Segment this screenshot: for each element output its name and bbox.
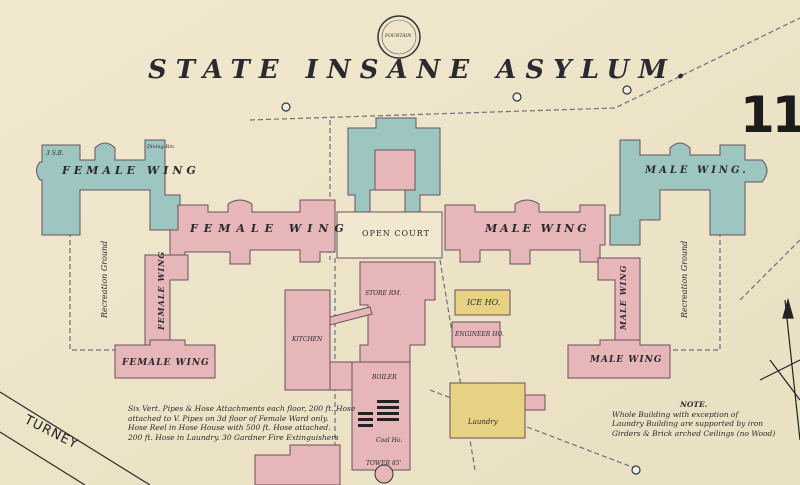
hose-house: [374, 464, 394, 484]
engineer-house-label: ENGINEER HO.: [455, 331, 504, 338]
note-heading: NOTE.: [679, 400, 708, 409]
male-wing-north-label: MALE WING.: [645, 165, 749, 176]
male-wing-main-building: [444, 199, 606, 265]
kitchen-label: KITCHEN: [292, 336, 323, 343]
laundry-label: Laundry: [468, 418, 498, 426]
boiler-icons: [358, 400, 399, 427]
covered-passage: [329, 306, 373, 326]
note-line: Girders & Brick arched Ceilings (no Wood…: [612, 428, 776, 438]
ice-house-building: [454, 289, 511, 316]
male-wing-main-label: MALE WING: [485, 222, 590, 235]
female-wing-south-label: FEMALE WING: [122, 358, 210, 368]
water-note-line: 200 ft. Hose in Laundry. 30 Gardner Fire…: [128, 432, 339, 442]
open-court-label: OPEN COURT: [362, 229, 430, 238]
south-building: [254, 444, 341, 485]
laundry-frame-building: [449, 382, 526, 439]
ice-house-label: ICE HO.: [467, 298, 501, 307]
female-wing-south-building: [114, 339, 216, 379]
female-wing-main-building: [169, 199, 336, 265]
female-wing-vertical-label: FEMALE WING: [156, 250, 166, 330]
female-wing-north-building: [36, 139, 181, 236]
stories-label: 3 S.B.: [46, 150, 64, 157]
male-wing-north-building: [609, 139, 768, 246]
tower-label: TOWER 85': [366, 460, 402, 467]
sheet-number: 11: [740, 86, 800, 144]
coal-house-label: Coal Ho.: [376, 437, 403, 444]
female-wing-north-label: FEMALE WING: [62, 164, 200, 177]
turney-street: [0, 391, 151, 485]
fountain: [377, 15, 421, 59]
boiler-label: BOILER: [372, 374, 397, 381]
fountain-label: FOUNTAIN: [385, 34, 412, 39]
engineer-house-building: [451, 321, 501, 348]
store-room-label: STORE RM.: [365, 290, 402, 297]
water-note-line: Hose Reel in Hose House with 500 ft. Hos…: [128, 423, 331, 432]
compass-rose: [759, 297, 800, 441]
female-wing-main-label: FEMALE WING: [190, 222, 350, 235]
male-wing-south-building: [567, 339, 671, 379]
note-line: Laundry Building are supported by iron: [612, 419, 764, 428]
map-title: STATE INSANE ASYLUM.: [148, 55, 695, 85]
note-line: Whole Building with exception of: [612, 409, 739, 419]
water-note-line: Six Vert. Pipes & Hose Attachments each …: [128, 404, 356, 413]
water-supply-note: Six Vert. Pipes & Hose Attachments each …: [128, 404, 355, 442]
laundry-annex: [524, 394, 546, 411]
water-note-line: attached to V. Pipes on 3d floor of Fema…: [128, 413, 329, 423]
construction-note: NOTE. Whole Building with exception of L…: [612, 400, 775, 438]
male-wing-vertical-label: MALE WING: [618, 264, 628, 330]
male-wing-south-label: MALE WING: [590, 355, 663, 365]
kitchen-building: [284, 289, 331, 391]
dining-room-label: Dining Rm.: [147, 144, 176, 150]
recreation-ground-left-label: Recreation Ground: [100, 240, 109, 318]
open-court-area: [336, 211, 443, 259]
recreation-ground-right-label: Recreation Ground: [680, 240, 689, 318]
administration-interior: [374, 149, 416, 191]
